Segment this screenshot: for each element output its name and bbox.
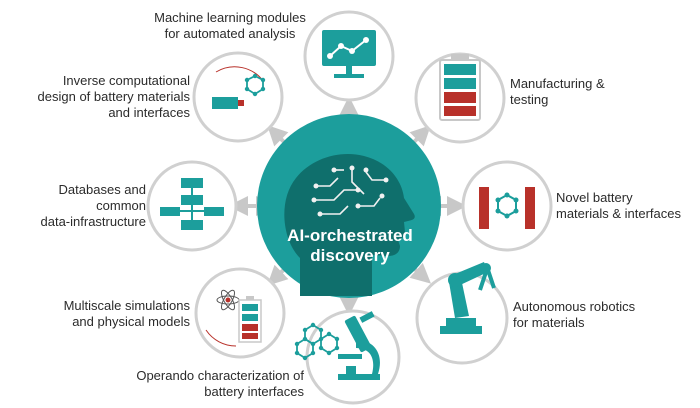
head-silhouette-icon	[284, 154, 415, 296]
label-ml: Machine learning modules for automated a…	[140, 10, 320, 42]
molecule-bars-icon	[479, 187, 535, 229]
label-inverse-line2: design of battery materials	[37, 89, 190, 104]
label-inverse: Inverse computational design of battery …	[10, 73, 190, 121]
label-novel-line1: Novel battery	[556, 190, 633, 205]
robot-arm-icon	[440, 262, 496, 334]
label-ml-line2: for automated analysis	[164, 26, 296, 41]
label-multiscale: Multiscale simulations and physical mode…	[30, 298, 190, 330]
monitor-chart-icon	[322, 30, 376, 78]
label-ml-line1: Machine learning modules	[154, 10, 306, 25]
label-mfg-line1: Manufacturing &	[510, 76, 605, 91]
label-db-line1: Databases and	[58, 182, 146, 197]
label-operando-line1: Operando characterization of	[136, 368, 304, 383]
label-operando: Operando characterization of battery int…	[104, 368, 304, 400]
label-multiscale-line2: and physical models	[72, 314, 190, 329]
label-inverse-line3: and interfaces	[108, 105, 190, 120]
center-title-line2: discovery	[310, 246, 390, 265]
label-db-line3: data-infrastructure	[40, 214, 147, 229]
label-robot-line2: for materials	[513, 315, 585, 330]
label-novel-line2: materials & interfaces	[556, 206, 681, 221]
center-title: AI-orchestrated discovery	[265, 226, 435, 266]
microscope-icon	[338, 311, 380, 380]
label-robot-line1: Autonomous robotics	[513, 299, 636, 314]
node-circle-novel	[461, 160, 553, 252]
label-novel: Novel battery materials & interfaces	[556, 190, 696, 222]
label-db-line2: common	[96, 198, 146, 213]
label-multiscale-line1: Multiscale simulations	[63, 298, 190, 313]
molecule-atoms-icon	[294, 322, 340, 361]
label-robot: Autonomous robotics for materials	[513, 299, 663, 331]
flowchart-icon	[160, 178, 224, 230]
atom-battery-icon	[205, 289, 262, 347]
battery-icon	[439, 54, 481, 121]
label-mfg: Manufacturing & testing	[510, 76, 660, 108]
label-operando-line2: battery interfaces	[204, 384, 304, 399]
label-mfg-line2: testing	[510, 92, 549, 107]
label-db: Databases and common data-infrastructure	[10, 182, 147, 230]
label-inverse-line1: Inverse computational	[62, 73, 190, 88]
center-title-line1: AI-orchestrated	[287, 226, 413, 245]
central-hub	[257, 114, 441, 298]
design-molecule-icon	[212, 66, 266, 109]
